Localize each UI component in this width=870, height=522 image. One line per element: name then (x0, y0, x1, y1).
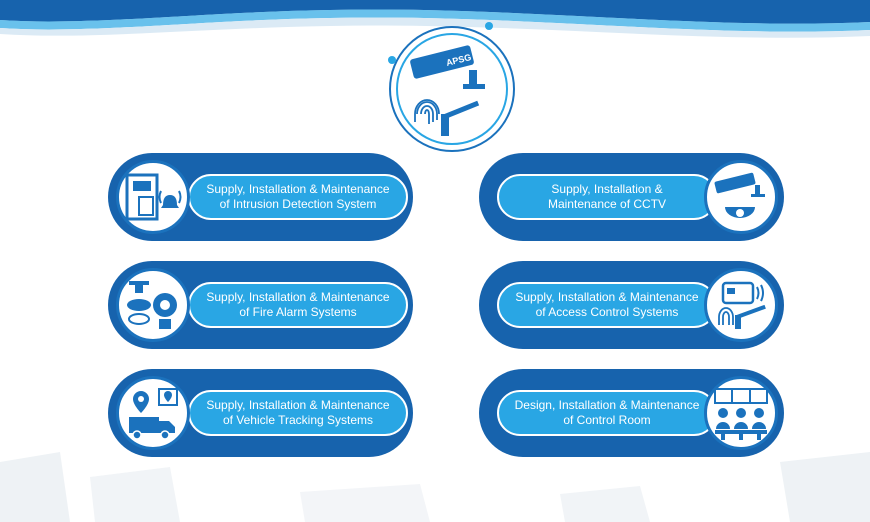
service-label: Supply, Installation & Maintenance of CC… (547, 182, 667, 211)
fingerprint-icon (414, 99, 440, 124)
service-card-fire-alarm[interactable]: Supply, Installation & Maintenance of Fi… (108, 261, 413, 349)
service-label: Supply, Installation & Maintenance of In… (206, 182, 390, 211)
barrier-gate-icon (441, 100, 480, 136)
service-label: Design, Installation & Maintenance of Co… (514, 398, 700, 427)
service-label: Supply, Installation & Maintenance of Ve… (206, 398, 390, 427)
service-pill: Supply, Installation & Maintenance of Fi… (188, 282, 408, 328)
control-room-icon (704, 376, 778, 450)
service-pill: Supply, Installation & Maintenance of Ac… (497, 282, 717, 328)
service-card-control-room[interactable]: Design, Installation & Maintenance of Co… (479, 369, 784, 457)
service-card-intrusion-detection[interactable]: Supply, Installation & Maintenance of In… (108, 153, 413, 241)
service-card-cctv[interactable]: Supply, Installation & Maintenance of CC… (479, 153, 784, 241)
cctv-camera-icon (410, 45, 485, 89)
service-pill: Supply, Installation & Maintenance of CC… (497, 174, 717, 220)
door-alarm-icon (116, 160, 190, 234)
service-card-access-control[interactable]: Supply, Installation & Maintenance of Ac… (479, 261, 784, 349)
fire-alarm-icon (116, 268, 190, 342)
service-label: Supply, Installation & Maintenance of Fi… (206, 290, 390, 319)
access-card-icon (704, 268, 778, 342)
cctv-camera-icon (704, 160, 778, 234)
service-label: Supply, Installation & Maintenance of Ac… (515, 290, 699, 319)
top-decorative-band (0, 0, 870, 38)
vehicle-tracking-icon (116, 376, 190, 450)
service-pill: Design, Installation & Maintenance of Co… (497, 390, 717, 436)
bottom-decoration (0, 452, 870, 522)
service-card-vehicle-tracking[interactable]: Supply, Installation & Maintenance of Ve… (108, 369, 413, 457)
service-pill: Supply, Installation & Maintenance of In… (188, 174, 408, 220)
service-pill: Supply, Installation & Maintenance of Ve… (188, 390, 408, 436)
hub-emblem: APSG (388, 22, 515, 152)
